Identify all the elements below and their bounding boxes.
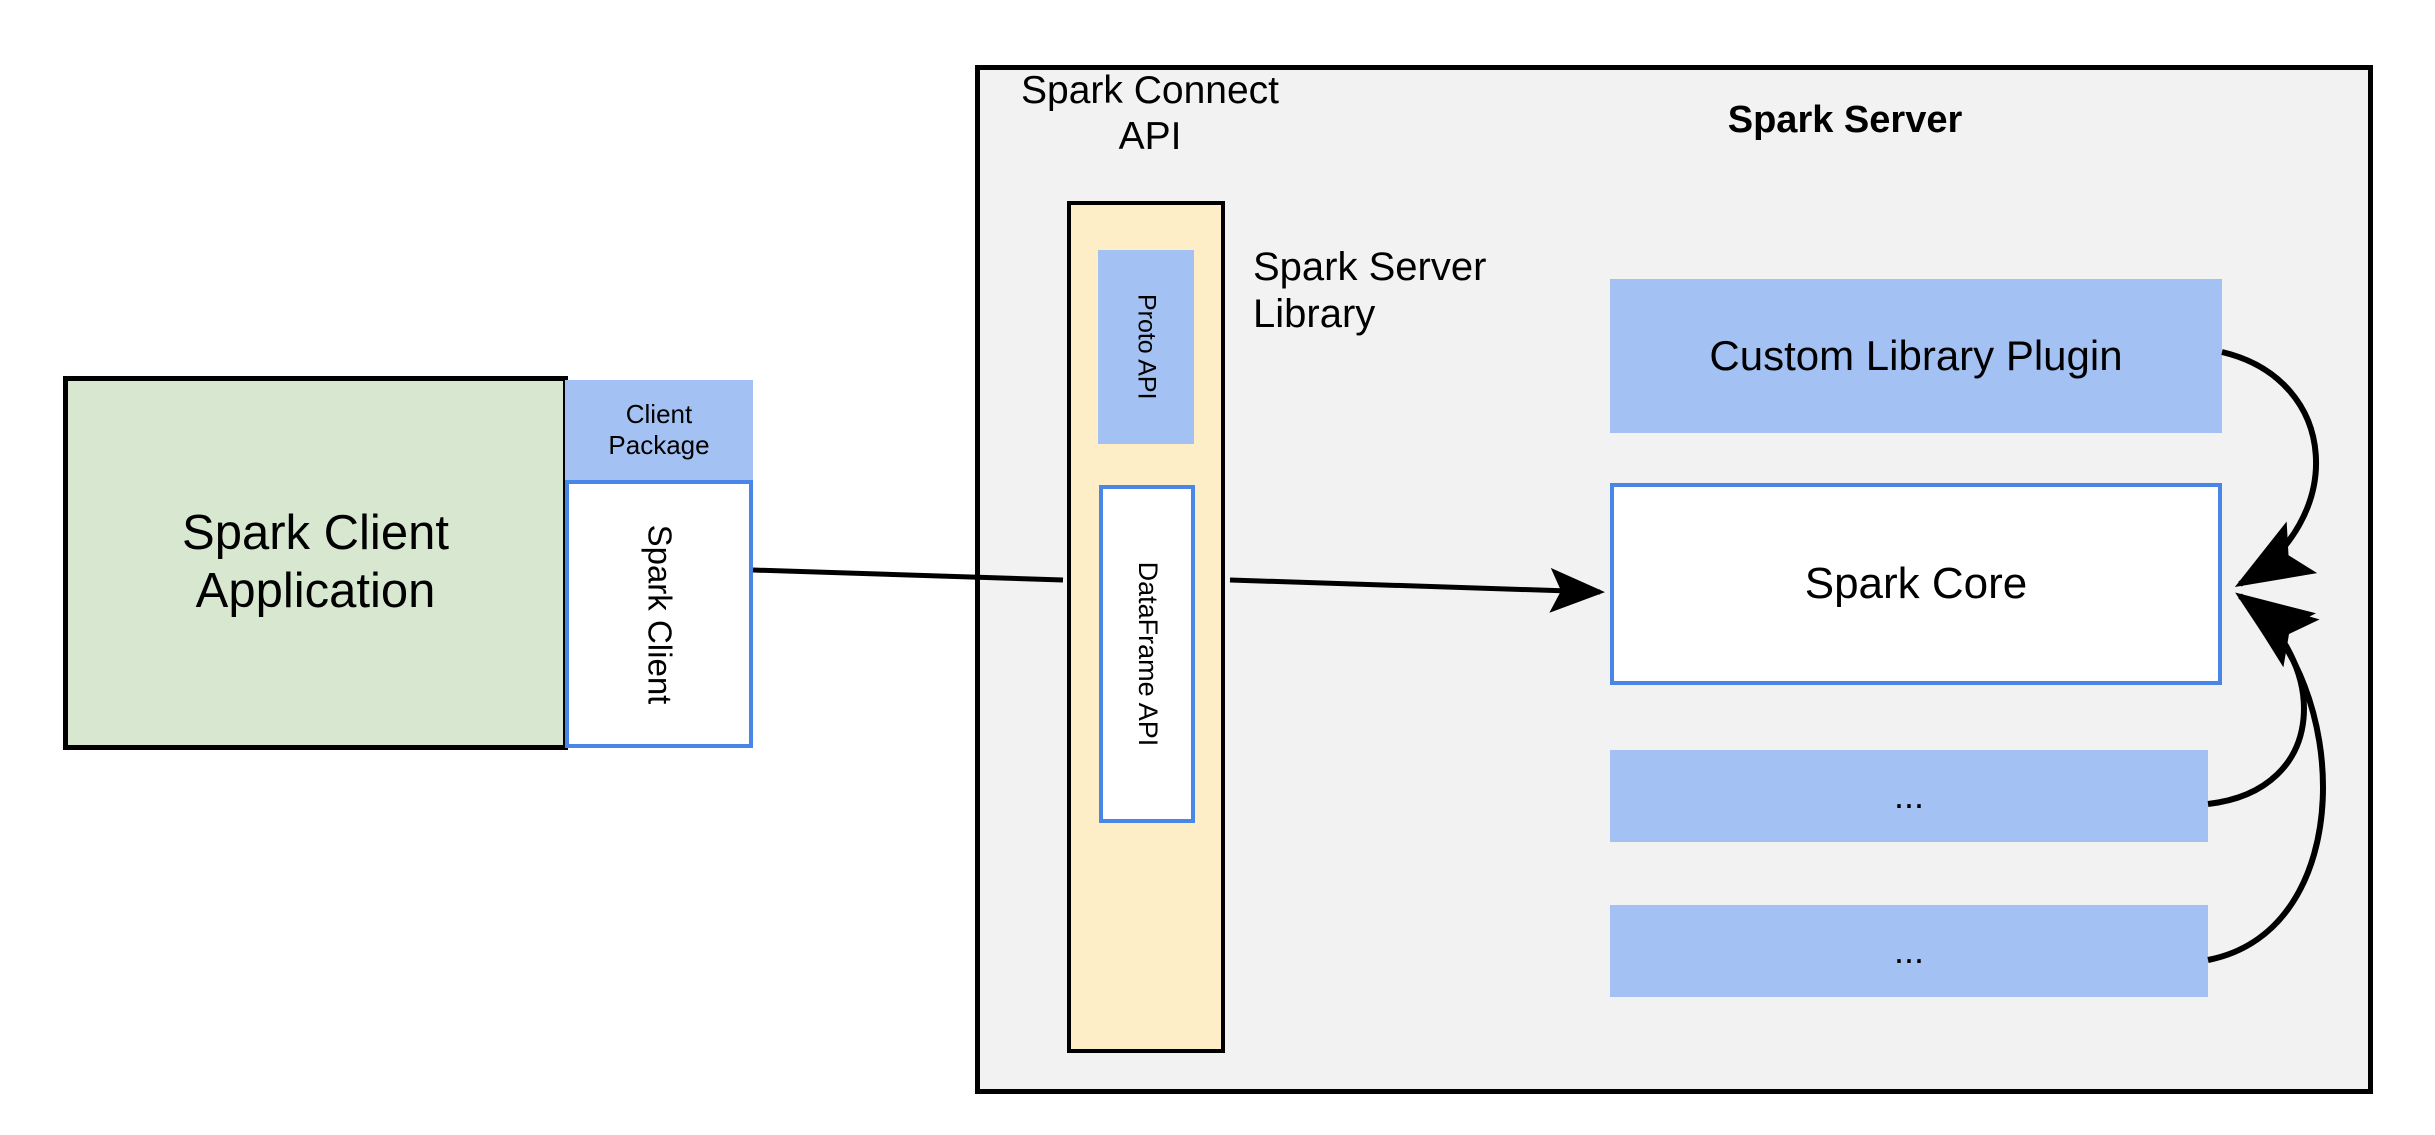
dataframe-api-label: DataFrame API (1132, 561, 1163, 747)
spark-core-box: Spark Core (1610, 483, 2222, 685)
proto-api-label: Proto API (1132, 294, 1161, 400)
dataframe-api-box: DataFrame API (1099, 485, 1195, 823)
custom-library-plugin-box: Custom Library Plugin (1610, 279, 2222, 433)
client-package-box: Client Package (565, 380, 753, 480)
spark-server-library-label: Spark Server Library (1253, 245, 1487, 337)
spark-server-title: Spark Server (1727, 98, 1963, 141)
proto-api-box: Proto API (1098, 250, 1194, 444)
spark-connect-api-label: Spark Connect API (1021, 69, 1279, 159)
ellipsis-box-1: ... (1610, 750, 2208, 842)
spark-client-label: Spark Client (641, 524, 679, 704)
spark-client-box: Spark Client (565, 480, 753, 748)
ellipsis-box-2: ... (1610, 905, 2208, 997)
spark-client-application-box: Spark Client Application (63, 376, 568, 750)
